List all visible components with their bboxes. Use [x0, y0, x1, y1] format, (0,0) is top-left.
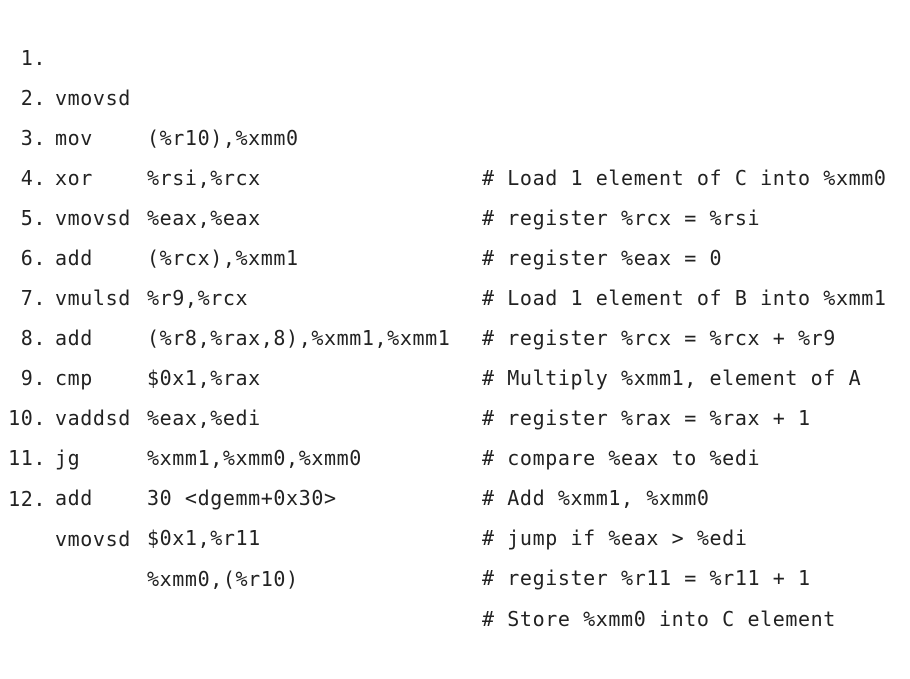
instruction-opcode: vmovsd [55, 86, 131, 110]
instruction-opcode: vmulsd [55, 286, 131, 310]
line-comment: # register %rcx = %rsi [482, 206, 761, 230]
instruction-opcode: add [55, 486, 93, 510]
instruction-opcode: jg [55, 446, 81, 470]
line-comment: # Load 1 element of C into %xmm0 [482, 166, 887, 190]
code-line: 10. jg 30 <dgemm+0x30> # jump if %eax > … [0, 358, 910, 550]
instruction-operands: %r9,%rcx [147, 286, 249, 310]
line-comment: # jump if %eax > %edi [482, 526, 748, 550]
line-number: 12. [8, 487, 46, 511]
line-number: 1. [20, 46, 46, 70]
line-comment: # compare %eax to %edi [482, 446, 761, 470]
instruction-opcode: add [55, 246, 93, 270]
instruction-operands: (%r10),%xmm0 [147, 126, 299, 150]
code-line: 2. mov %rsi,%rcx # register %rcx = %rsi [0, 38, 910, 230]
code-line: 11. add $0x1,%r11 # register %r11 = %r11… [0, 398, 910, 590]
instruction-opcode: mov [55, 126, 93, 150]
line-number: 8. [20, 326, 46, 350]
instruction-opcode: xor [55, 166, 93, 190]
instruction-opcode: cmp [55, 366, 93, 390]
instruction-opcode: vmovsd [55, 527, 131, 551]
line-comment: # Add %xmm1, %xmm0 [482, 486, 710, 510]
code-line: 5. add %r9,%rcx # register %rcx = %rcx +… [0, 158, 910, 350]
instruction-operands: (%rcx),%xmm1 [147, 246, 299, 270]
line-number: 2. [20, 86, 46, 110]
code-line: 8. cmp %eax,%edi # compare %eax to %edi [0, 278, 910, 470]
line-comment: # Load 1 element of B into %xmm1 [482, 286, 887, 310]
instruction-opcode: vmovsd [55, 206, 131, 230]
code-line: 4. vmovsd (%rcx),%xmm1 # Load 1 element … [0, 118, 910, 310]
line-number: 4. [20, 166, 46, 190]
line-number: 5. [20, 206, 46, 230]
line-number: 11. [8, 446, 46, 470]
instruction-operands: 30 <dgemm+0x30> [147, 486, 337, 510]
instruction-operands: $0x1,%rax [147, 366, 261, 390]
line-comment: # register %eax = 0 [482, 246, 723, 270]
line-number: 7. [20, 286, 46, 310]
line-number: 6. [20, 246, 46, 270]
line-comment: # register %rcx = %rcx + %r9 [482, 326, 836, 350]
code-line: 6. vmulsd (%r8,%rax,8),%xmm1,%xmm1 # Mul… [0, 198, 910, 390]
instruction-operands: %xmm1,%xmm0,%xmm0 [147, 446, 362, 470]
line-comment: # register %rax = %rax + 1 [482, 406, 811, 430]
instruction-operands: %xmm0,(%r10) [147, 567, 299, 591]
line-comment: # Store %xmm0 into C element [482, 607, 836, 631]
line-comment: # register %r11 = %r11 + 1 [482, 566, 811, 590]
instruction-operands: %eax,%eax [147, 206, 261, 230]
assembly-listing: 1. vmovsd (%r10),%xmm0 # Load 1 element … [0, 0, 910, 631]
instruction-opcode: vaddsd [55, 406, 131, 430]
line-number: 10. [8, 406, 46, 430]
instruction-operands: (%r8,%rax,8),%xmm1,%xmm1 [147, 326, 451, 350]
code-line: 7. add $0x1,%rax # register %rax = %rax … [0, 238, 910, 430]
code-line: 12. vmovsd %xmm0,(%r10) # Store %xmm0 in… [0, 439, 910, 631]
line-number: 9. [20, 366, 46, 390]
instruction-operands: $0x1,%r11 [147, 526, 261, 550]
instruction-opcode: add [55, 326, 93, 350]
instruction-operands: %rsi,%rcx [147, 166, 261, 190]
code-line: 1. vmovsd (%r10),%xmm0 # Load 1 element … [0, 0, 910, 190]
code-line: 9. vaddsd %xmm1,%xmm0,%xmm0 # Add %xmm1,… [0, 318, 910, 510]
instruction-operands: %eax,%edi [147, 406, 261, 430]
code-line: 3. xor %eax,%eax # register %eax = 0 [0, 78, 910, 270]
line-number: 3. [20, 126, 46, 150]
line-comment: # Multiply %xmm1, element of A [482, 366, 862, 390]
